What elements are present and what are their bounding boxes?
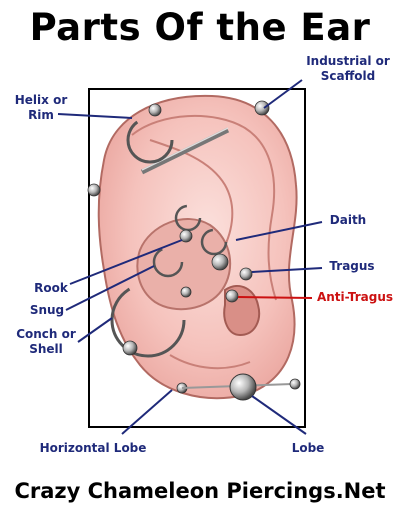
snug-pointer [65,265,155,311]
label-tragus: Tragus [329,259,375,273]
label-daith: Daith [329,213,367,227]
daith-pointer [235,221,323,241]
label-horizontal-lobe: Horizontal Lobe [39,441,147,455]
pointer-lines [57,79,323,435]
lobe-pointer [251,395,307,435]
conch-pointer [77,317,113,343]
label-anti-tragus: Anti-Tragus [316,290,394,304]
conch-ball [122,340,138,356]
antihelix [149,139,234,256]
helix-ball [148,103,162,117]
industrial-top-ball [254,100,270,116]
helix-ring [126,116,174,164]
rook-pointer [69,239,183,285]
label-helix: Helix or Rim [14,93,68,122]
concha-bowl [136,218,232,311]
helix-ridge [131,114,277,301]
daith-ring [200,228,228,256]
industrial-barbell [140,127,230,175]
helix-pointer [57,113,133,119]
lobe-crease [169,354,251,370]
horizontal-lobe-ball-right [289,378,301,390]
label-lobe: Lobe [291,441,325,455]
outer-helix-ball [87,183,101,197]
snug-ball [180,286,192,298]
conch-ring [110,282,186,358]
tragus-pointer [251,267,323,273]
tragus-ball [239,267,253,281]
label-conch: Conch or Shell [16,327,76,356]
lobe-stud [229,373,257,401]
horizontal-lobe-pointer [121,389,173,435]
anti-tragus-ball [225,289,239,303]
label-rook: Rook [34,281,68,295]
rook-ball [179,229,193,243]
anti-tragus-pointer [237,296,313,299]
footer-site-name: Crazy Chameleon Piercings.Net [14,479,386,503]
diagram-title: Parts Of the Ear [29,6,371,49]
label-snug: Snug [29,303,65,317]
daith-ball [211,253,229,271]
snug-ring [152,246,184,278]
label-industrial: Industrial or Scaffold [306,54,390,83]
industrial-pointer [263,79,303,109]
